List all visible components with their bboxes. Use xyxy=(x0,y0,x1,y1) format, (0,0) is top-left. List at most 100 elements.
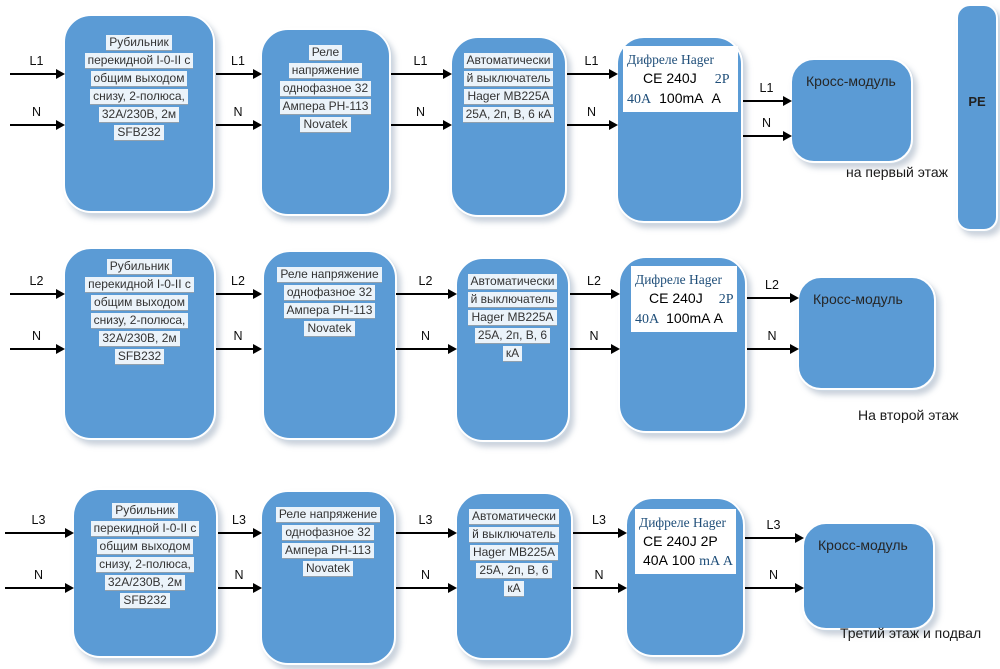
block-text: Рубильник перекидной I-0-II с общим выхо… xyxy=(65,16,213,141)
switch-label-line: общим выходом xyxy=(96,539,194,555)
switch-label-line: SFB232 xyxy=(120,593,170,609)
wire-label: N xyxy=(586,105,597,119)
wire-l2-row2: L2 xyxy=(570,274,620,299)
relay-label-line: однофазное 32 xyxy=(279,81,372,97)
wire-label: L2 xyxy=(765,278,779,292)
wire-label: L2 xyxy=(418,274,433,288)
wire-label: L1 xyxy=(29,54,44,68)
breaker-label-line: й выключатель xyxy=(463,71,554,87)
wire-l3-row3: L3 xyxy=(745,518,804,543)
wire-n-row2: N xyxy=(10,329,65,354)
wire-label: N xyxy=(761,116,772,130)
wire-l1-row1: L1 xyxy=(391,54,452,79)
wire-label: L3 xyxy=(418,513,433,527)
voltage-relay-block-row3: Реле напряжение однофазное 32 Ампера РН-… xyxy=(260,490,396,665)
switch-label-line: SFB232 xyxy=(114,349,165,365)
breaker-label-line: Автоматически xyxy=(469,509,559,525)
switch-label-line: перекидной I-0-II с xyxy=(84,53,194,69)
switch-label-line: 32А/230В, 2м xyxy=(104,575,186,591)
block-text: Реле напряжение однофазное 32 Ампера РН-… xyxy=(262,492,394,577)
destination-caption-row1: на первый этаж xyxy=(846,164,949,180)
wire-label: N xyxy=(420,568,431,582)
wire-label: N xyxy=(767,329,777,343)
wire-n-row3: N xyxy=(745,568,804,593)
rcd-line: Дифреле Hager xyxy=(627,52,715,67)
breaker-label-line: Hager MB225A xyxy=(469,545,559,561)
wire-l1-row1: L1 xyxy=(743,81,792,106)
wire-n-row1: N xyxy=(743,116,792,141)
switch-label-line: Рубильник xyxy=(106,259,173,275)
switch-label-line: перекидной I-0-II с xyxy=(85,277,194,293)
wire-label: N xyxy=(768,568,779,582)
switch-label-line: общим выходом xyxy=(90,71,188,87)
switch-label-line: снизу, 2-полюса, xyxy=(96,557,194,573)
breaker-label-line: 25А, 2п, В, 6 xyxy=(476,563,552,579)
relay-label-line: напряжение xyxy=(288,63,363,79)
cross-module-label: Кросс-модуль xyxy=(818,537,908,553)
block-text: Автоматически й выключатель Hager MB225A… xyxy=(452,38,565,123)
block-text: Рубильник перекидной I-0-II с общим выхо… xyxy=(74,490,216,609)
wire-label: N xyxy=(33,568,44,582)
wire-l2-row2: L2 xyxy=(747,278,799,303)
wire-label: L3 xyxy=(31,513,46,527)
voltage-relay-block-row1: Реле напряжение однофазное 32 Ампера РН-… xyxy=(260,28,391,216)
relay-label-line: однофазное 32 xyxy=(282,525,374,541)
changeover-switch-block-row3: Рубильник перекидной I-0-II с общим выхо… xyxy=(72,488,218,658)
wire-label: N xyxy=(31,329,42,343)
wire-label: N xyxy=(234,568,244,582)
breaker-label-line: Hager MB225A xyxy=(468,310,557,326)
wire-l3-row3: L3 xyxy=(396,513,457,538)
relay-label-line: Ампера РН-113 xyxy=(283,303,376,319)
wire-n-row3: N xyxy=(396,568,457,593)
voltage-relay-block-row2: Реле напряжение однофазное 32 Ампера РН-… xyxy=(262,250,397,440)
switch-label-line: 32А/230В, 2м xyxy=(98,107,180,123)
wire-l2-row2: L2 xyxy=(10,274,65,299)
breaker-label-line: кА xyxy=(502,346,523,362)
relay-label-line: Novatek xyxy=(300,117,351,133)
switch-label-line: Рубильник xyxy=(106,35,172,51)
wire-label: L3 xyxy=(232,513,246,527)
block-text: Автоматически й выключатель Hager MB225A… xyxy=(457,494,571,597)
breaker-label-line: кА xyxy=(504,581,524,597)
circuit-breaker-block-row1: Автоматически й выключатель Hager MB225A… xyxy=(450,36,567,217)
rcd-line: Дифреле Hager xyxy=(635,272,723,287)
breaker-label-line: й выключатель xyxy=(469,527,559,543)
wire-l2-row2: L2 xyxy=(216,274,262,299)
rcd-line: CE 240J 2P xyxy=(643,533,718,549)
wire-l3-row3: L3 xyxy=(5,513,74,538)
wire-l1-row1: L1 xyxy=(216,54,262,79)
wire-label: L1 xyxy=(759,81,774,95)
wire-n-row1: N xyxy=(10,105,65,130)
wire-n-row1: N xyxy=(216,105,262,130)
switch-label-line: снизу, 2-полюса, xyxy=(90,313,189,329)
pe-label: PE xyxy=(968,94,986,109)
wire-label: L1 xyxy=(584,54,599,68)
changeover-switch-block-row2: Рубильник перекидной I-0-II с общим выхо… xyxy=(63,247,216,440)
circuit-breaker-block-row2: Автоматически й выключатель Hager MB225A… xyxy=(455,257,570,442)
changeover-switch-block-row1: Рубильник перекидной I-0-II с общим выхо… xyxy=(63,14,215,213)
breaker-label-line: 25А, 2п, В, 6 xyxy=(474,328,551,344)
relay-label-line: Ампера РН-113 xyxy=(279,99,372,115)
block-text: Реле напряжение однофазное 32 Ампера РН-… xyxy=(262,30,389,133)
wire-n-row1: N xyxy=(567,105,618,130)
relay-label-line: Реле напряжение xyxy=(277,267,382,283)
wire-label: N xyxy=(420,329,431,343)
wire-label: L2 xyxy=(231,274,245,288)
wire-label: N xyxy=(233,329,243,343)
pe-bus-bar: PE xyxy=(956,4,998,231)
relay-label-line: Реле xyxy=(308,45,343,61)
wire-label: N xyxy=(233,105,243,119)
switch-label-line: Рубильник xyxy=(112,503,178,519)
switch-label-line: SFB232 xyxy=(114,125,164,141)
circuit-breaker-block-row3: Автоматически й выключатель Hager MB225A… xyxy=(455,492,573,660)
block-text: Реле напряжение однофазное 32 Ампера РН-… xyxy=(264,252,395,337)
